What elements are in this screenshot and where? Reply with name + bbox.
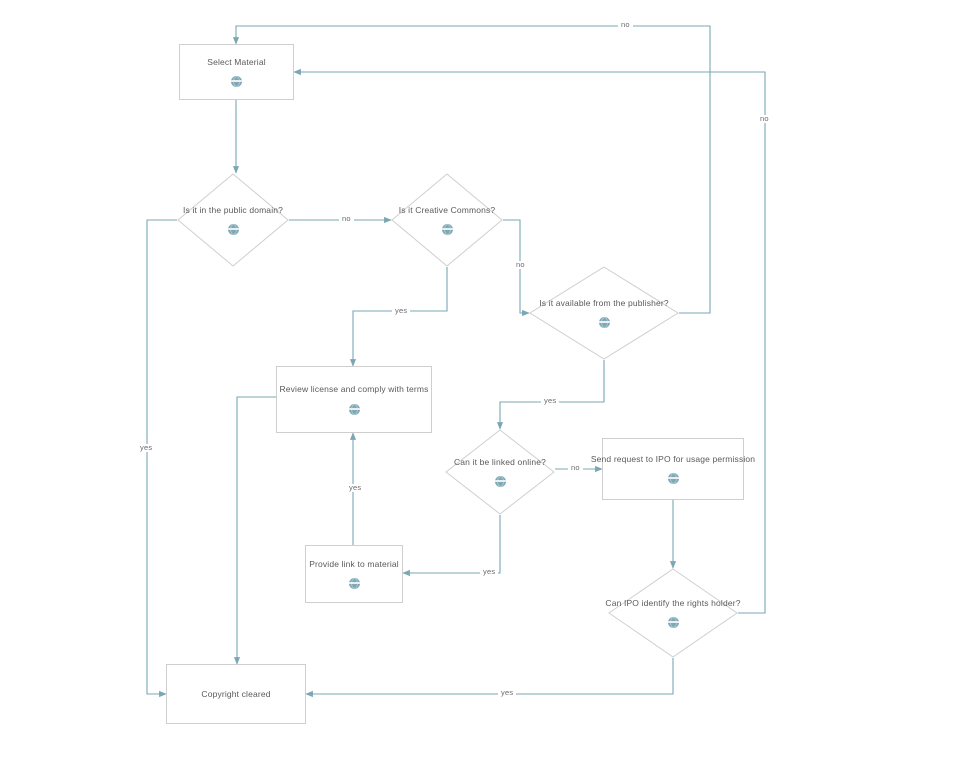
edge-linked-yes-providelink <box>402 515 501 577</box>
status-circle-icon <box>348 403 360 415</box>
edge-label-rightsholder-no: no <box>757 115 772 123</box>
edge-label-publisher-yes: yes <box>541 397 560 405</box>
node-send-request-to-ipo-for-usage-permission[interactable]: Send request to IPO for usage permission <box>591 438 755 500</box>
node-is-it-in-the-public-domain[interactable]: Is it in the public domain? <box>177 173 289 267</box>
diamond-shape <box>529 266 679 360</box>
node-provide-link-to-material[interactable]: Provide link to material <box>305 545 403 603</box>
node-review-license-and-comply-with-terms[interactable]: Review license and comply with terms <box>276 366 432 433</box>
edge-label-linked-no: no <box>568 464 583 472</box>
node-label: Review license and comply with terms <box>279 384 429 395</box>
node-label: Copyright cleared <box>201 688 271 699</box>
edge-label-publisher-no: no <box>618 21 633 29</box>
node-label: Is it available from the publisher? <box>539 297 669 308</box>
status-circle-icon <box>348 578 360 590</box>
edge-creativecommons-yes-review <box>349 267 448 367</box>
node-copyright-cleared[interactable]: Copyright cleared <box>166 664 306 724</box>
node-label: Can it be linked online? <box>454 456 546 467</box>
status-circle-icon <box>667 617 679 629</box>
edge-publisher-yes-linked <box>496 360 605 430</box>
status-circle-icon <box>667 473 679 485</box>
edge-rightsholder-yes-cleared <box>305 658 674 698</box>
edge-publisher-no-select <box>232 25 711 314</box>
node-is-it-creative-commons[interactable]: Is it Creative Commons? <box>391 173 503 267</box>
diamond-shape <box>608 568 738 658</box>
edge-review-to-cleared <box>233 396 276 665</box>
edge-label-providelink-yes: yes <box>346 484 365 492</box>
status-circle-icon <box>494 476 506 488</box>
node-label: Is it in the public domain? <box>183 204 283 215</box>
node-label: Can IPO identify the rights holder? <box>605 597 741 608</box>
edge-publicdomain-yes-cleared <box>146 219 177 698</box>
diamond-shape <box>391 173 503 267</box>
edge-label-creativecommons-yes: yes <box>392 307 411 315</box>
status-circle-icon <box>598 317 610 329</box>
diamond-shape <box>445 429 555 515</box>
edge-label-rightsholder-yes: yes <box>498 689 517 697</box>
edge-label-creativecommons-no: no <box>513 261 528 269</box>
node-select-material[interactable]: Select Material <box>179 44 294 100</box>
node-is-it-available-from-the-publisher[interactable]: Is it available from the publisher? <box>529 266 679 360</box>
status-circle-icon <box>441 224 453 236</box>
node-label: Provide link to material <box>309 558 399 569</box>
edge-label-publicdomain-no: no <box>339 215 354 223</box>
node-label: Is it Creative Commons? <box>398 204 496 215</box>
diamond-shape <box>177 173 289 267</box>
status-circle-icon <box>227 224 239 236</box>
edge-label-linked-yes: yes <box>480 568 499 576</box>
node-can-ipo-identify-the-rights-holder[interactable]: Can IPO identify the rights holder? <box>605 568 741 658</box>
node-can-it-be-linked-online[interactable]: Can it be linked online? <box>445 429 555 515</box>
status-circle-icon <box>231 76 242 88</box>
node-label: Select Material <box>207 56 266 67</box>
edge-rightsholder-no-select <box>293 68 766 614</box>
node-label: Send request to IPO for usage permission <box>590 453 756 464</box>
edge-label-publicdomain-yes: yes <box>137 444 156 452</box>
